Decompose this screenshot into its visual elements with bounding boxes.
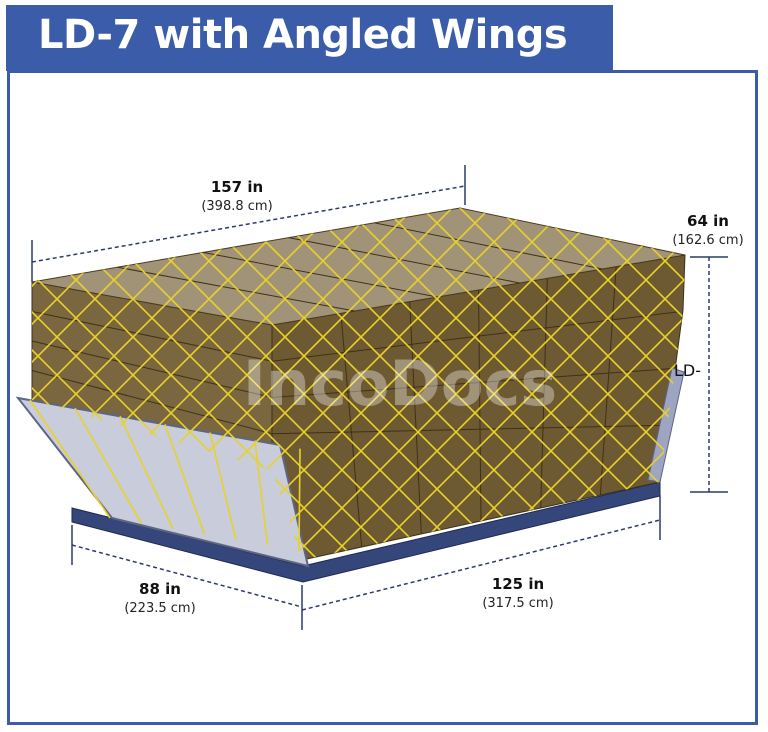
dimension-lines [31, 165, 728, 630]
box-seam [374, 222, 603, 270]
net-strap [363, 208, 685, 560]
diagram-frame [7, 70, 758, 725]
box-seam [540, 278, 548, 509]
length-imperial: 157 in [211, 178, 263, 196]
height-metric: (162.6 cm) [672, 233, 743, 248]
net-strap [164, 424, 206, 535]
box-seam [31, 340, 273, 398]
height-imperial: 64 in [687, 212, 729, 230]
net-strap [209, 432, 237, 540]
box-seam [288, 237, 520, 284]
net-strap [119, 415, 174, 530]
net-strap [0, 150, 16, 600]
side-label: LD- [674, 361, 701, 380]
net-strap [0, 150, 16, 600]
net-strap [29, 399, 111, 519]
box-seam [271, 424, 667, 435]
box-seam [340, 313, 363, 548]
net-strap [744, 150, 768, 600]
page-title: LD-7 with Angled Wings [38, 12, 568, 58]
wing-net [29, 399, 301, 551]
cargo-top-face [31, 207, 686, 326]
box-seam [31, 370, 273, 435]
net-strap [325, 208, 685, 560]
title-banner [6, 5, 613, 71]
depth-metric: (317.5 cm) [482, 596, 553, 611]
width-imperial: 88 in [139, 580, 181, 598]
length-metric: (398.8 cm) [201, 199, 272, 214]
box-seam [409, 301, 422, 535]
net-strap [744, 150, 768, 600]
watermark-logo: IncoDocs [243, 347, 557, 420]
net-strap [74, 407, 143, 524]
net-strap [298, 448, 301, 551]
box-seam [599, 266, 617, 496]
net-strap [254, 440, 269, 546]
width-metric: (223.5 cm) [124, 601, 195, 616]
depth-imperial: 125 in [492, 575, 544, 593]
box-seam [271, 368, 673, 398]
box-seam [203, 251, 438, 298]
